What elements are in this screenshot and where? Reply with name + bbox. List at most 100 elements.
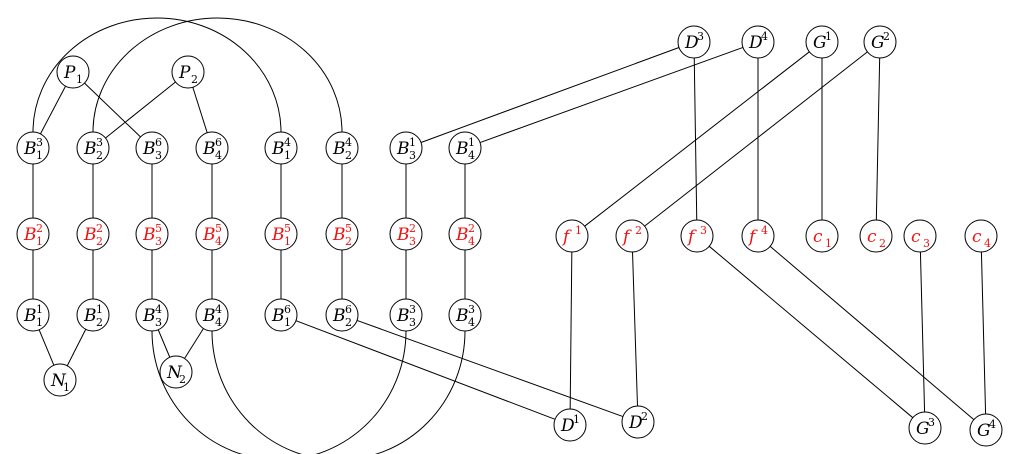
node-circle (677, 25, 711, 59)
node-circle (159, 355, 193, 389)
node-circle (680, 219, 714, 253)
node-label: B (332, 225, 346, 245)
node-circle (325, 131, 359, 165)
node-superscript: 2 (96, 222, 103, 235)
node-subscript: 1 (76, 73, 83, 86)
node-circle (264, 298, 298, 332)
node-superscript: 2 (883, 30, 890, 43)
node-label: B (396, 139, 410, 159)
node-circle (135, 298, 169, 332)
node-subscript: 2 (179, 373, 186, 386)
node-D2: D2 (621, 405, 655, 439)
node-subscript: 4 (215, 316, 222, 329)
edge-B61-D1 (295, 320, 556, 420)
node-circle (135, 131, 169, 165)
node-circle (448, 131, 482, 165)
node-label: G (977, 421, 991, 441)
node-circle (389, 217, 423, 251)
node-G3: G3 (908, 411, 942, 445)
node-subscript: 3 (409, 149, 416, 162)
node-subscript: 1 (284, 149, 291, 162)
node-subscript: 3 (409, 316, 416, 329)
edge-G1-f1 (584, 51, 810, 227)
node-circle (805, 219, 839, 253)
node-superscript: 3 (96, 136, 103, 149)
node-label: c (867, 227, 877, 247)
node-label: B (332, 139, 346, 159)
node-D1: D1 (553, 408, 587, 442)
node-circle (969, 413, 1003, 447)
node-circle (76, 131, 110, 165)
node-superscript: 3 (700, 224, 707, 237)
node-label: G (813, 33, 827, 53)
node-superscript: 1 (409, 136, 416, 149)
node-circle (448, 217, 482, 251)
node-label: B (202, 225, 216, 245)
node-D4: D4 (741, 25, 775, 59)
node-subscript: 1 (36, 149, 43, 162)
node-subscript: 2 (96, 149, 103, 162)
edge-P2-B32 (105, 81, 176, 139)
node-superscript: 2 (36, 222, 43, 235)
node-superscript: 6 (284, 303, 291, 316)
node-subscript: 1 (284, 235, 291, 248)
node-subscript: 2 (96, 235, 103, 248)
node-subscript: 3 (409, 235, 416, 248)
edge-B11-N1 (38, 329, 55, 366)
edge-D4-B14 (479, 46, 744, 144)
node-label: B (142, 306, 156, 326)
edge-B12-N1 (66, 329, 87, 366)
node-superscript: 1 (468, 136, 475, 149)
node-label: f (747, 227, 758, 247)
node-subscript: 4 (215, 235, 222, 248)
node-superscript: 2 (468, 222, 475, 235)
node-label: B (271, 139, 285, 159)
node-superscript: 1 (575, 224, 582, 237)
node-circle (908, 411, 942, 445)
node-superscript: 2 (635, 224, 642, 237)
node-subscript: 1 (36, 235, 43, 248)
node-circle (195, 217, 229, 251)
edge-f3-G3 (708, 245, 914, 419)
node-superscript: 3 (36, 136, 43, 149)
node-subscript: 3 (155, 235, 162, 248)
edge-f4-G4 (769, 245, 975, 421)
node-superscript: 4 (215, 303, 222, 316)
node-circle (389, 298, 423, 332)
node-subscript: 2 (96, 316, 103, 329)
node-circle (863, 25, 897, 59)
node-label: G (916, 419, 930, 439)
node-superscript: 6 (155, 136, 162, 149)
node-label: G (871, 33, 885, 53)
node-superscript: 3 (409, 303, 416, 316)
node-subscript: 4 (984, 237, 991, 250)
node-label: B (455, 306, 469, 326)
edges-layer (32, 17, 987, 454)
node-superscript: 2 (641, 410, 648, 423)
edge-D3-B13 (420, 47, 680, 143)
node-label: c (813, 227, 823, 247)
node-label: B (202, 306, 216, 326)
node-label: D (560, 416, 575, 436)
edge-f1-D1 (569, 251, 573, 410)
node-superscript: 5 (284, 222, 291, 235)
node-label: N (166, 363, 183, 383)
node-circle (195, 131, 229, 165)
node-label: f (561, 227, 572, 247)
node-circle (555, 219, 589, 253)
node-circle (264, 131, 298, 165)
node-label: f (621, 227, 632, 247)
